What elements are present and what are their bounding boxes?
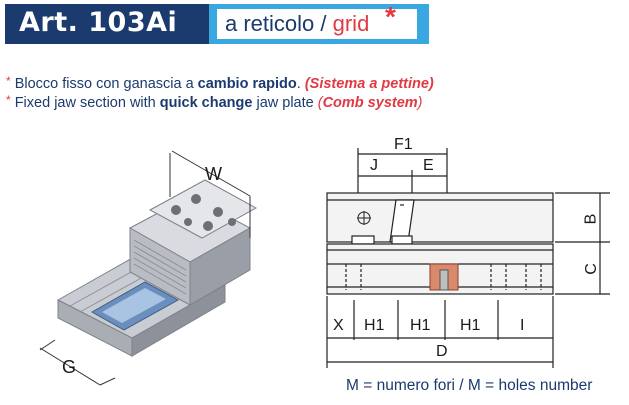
caption-m: M: [467, 377, 481, 394]
note-paren: (: [317, 95, 323, 111]
caption-m: M: [346, 377, 359, 394]
dim-x: X: [333, 317, 344, 334]
dim-h1-1: H1: [364, 317, 385, 334]
article-badge: Art. 103Ai: [5, 4, 209, 44]
dim-b: B: [582, 213, 600, 225]
note-asterisk: *: [6, 74, 11, 88]
note-text: Blocco fisso con ganascia a: [14, 76, 198, 92]
dim-e: E: [423, 157, 434, 174]
note-emphasis: Comb system: [322, 95, 418, 111]
dim-h1-3: H1: [460, 317, 481, 334]
caption: M = numero fori / M = holes number: [346, 377, 592, 395]
subtitle-box: a reticolo / grid *: [217, 1, 417, 39]
note-bold: quick change: [159, 95, 253, 111]
subtitle-italian: a reticolo: [225, 11, 315, 36]
dim-d: D: [436, 343, 448, 360]
note-bold: cambio rapido: [197, 76, 297, 92]
dim-i: I: [520, 317, 525, 334]
caption-text: = numero fori /: [358, 377, 468, 394]
note-asterisk: *: [6, 93, 11, 107]
subtitle-separator: /: [314, 11, 333, 36]
dim-j: J: [370, 157, 378, 174]
note-english: * Fixed jaw section with quick change ja…: [6, 93, 423, 111]
note-paren: ): [417, 95, 423, 111]
article-number: Art. 103Ai: [19, 7, 178, 38]
note-text: Fixed jaw section with: [14, 95, 160, 111]
title-banner: Art. 103Ai a reticolo / grid *: [5, 1, 429, 44]
subtitle-english: grid: [332, 11, 370, 36]
caption-text: = holes number: [480, 377, 593, 394]
dim-c: C: [582, 263, 600, 275]
title-asterisk: *: [385, 1, 396, 32]
note-text: .: [296, 76, 305, 92]
subtitle: a reticolo / grid: [225, 11, 369, 37]
dim-h1-2: H1: [410, 317, 431, 334]
label-g: G: [62, 357, 77, 377]
dim-f1: F1: [394, 136, 413, 153]
note-italian: * Blocco fisso con ganascia a cambio rap…: [6, 74, 434, 92]
note-emphasis: (Sistema a pettine): [304, 76, 434, 92]
label-w: W: [205, 164, 222, 184]
note-text: jaw plate: [252, 95, 318, 111]
